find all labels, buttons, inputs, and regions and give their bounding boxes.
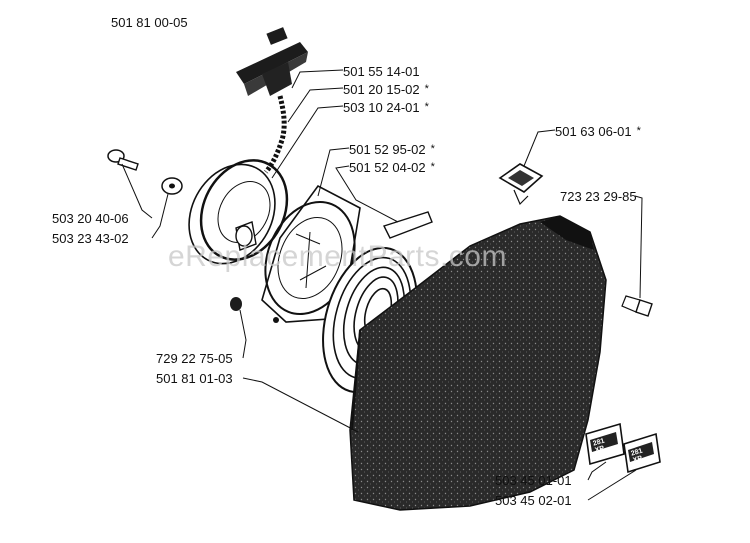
part-label: 501 63 06-01* [555,124,641,139]
screw-left [107,149,139,171]
assembly-number: 501 81 00-05 [111,15,188,30]
starter-housing [349,215,607,511]
nut-small [230,297,242,311]
part-label: 503 23 43-02 [52,231,129,246]
decal-1 [585,422,625,466]
leader-lines [121,69,643,501]
vent-fitting [498,163,544,206]
part-label: 501 55 14-01 [343,64,420,79]
bolt-right [621,295,653,317]
part-label: 729 22 75-05 [156,351,233,366]
part-label: 503 20 40-06 [52,211,129,226]
washer-left [161,177,183,195]
part-label: 501 52 95-02* [349,142,435,157]
rope-pulley [188,159,289,265]
part-label: 503 10 24-01* [343,100,429,115]
part-label: 503 45 01-01 [495,473,572,488]
part-label: 723 23 29-85 [560,189,637,204]
part-label: 503 45 02-01 [495,493,572,508]
part-label: 501 81 01-03 [156,371,233,386]
watermark-text: eReplacementParts.com [168,240,507,273]
part-label: 501 52 04-02* [349,160,435,175]
starter-handle [236,27,308,96]
part-label: 501 20 15-02* [343,82,429,97]
starter-rope [264,95,287,174]
decal-2 [623,432,661,474]
